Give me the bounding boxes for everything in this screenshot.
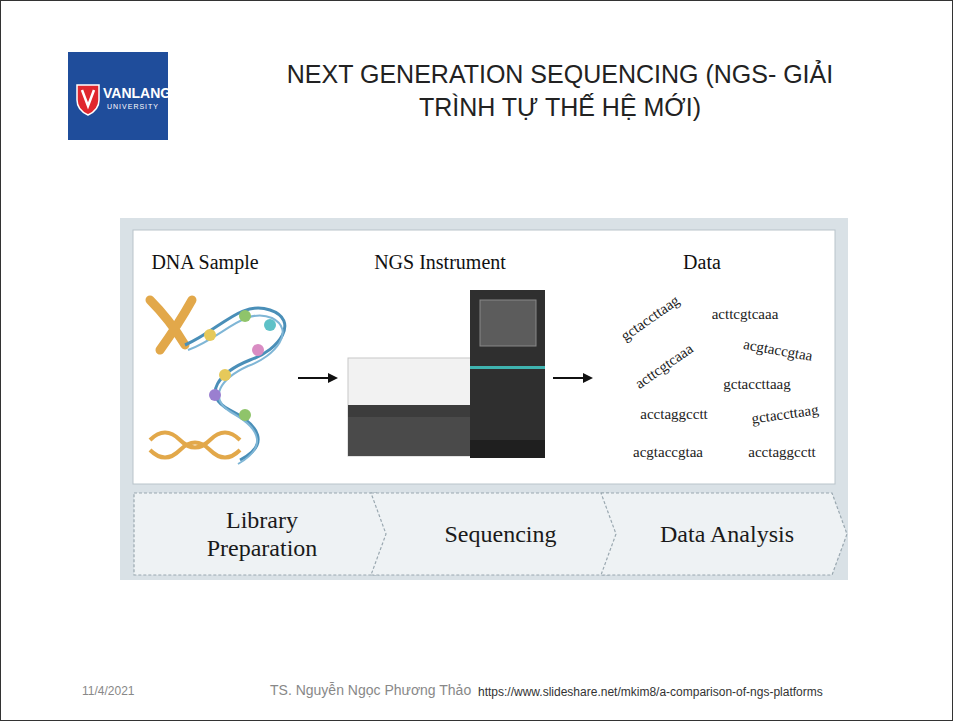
sequence-read: acctaggcctt — [748, 443, 815, 461]
process-chevron: Data Analysis — [600, 492, 848, 576]
source-url: https://www.slideshare.net/mkim8/a-compa… — [478, 685, 823, 699]
chevron-label: Data Analysis — [660, 520, 794, 548]
logo-name: VANLANG — [103, 85, 171, 102]
picture-area — [133, 230, 835, 484]
dna-illustration — [150, 300, 285, 464]
stage-heading: Data — [683, 250, 721, 274]
sequence-read: acgtaccgtaa — [633, 443, 703, 461]
process-chevron: Library Preparation — [133, 492, 395, 576]
sequence-read: acctaggcctt — [640, 405, 707, 423]
process-chevron: Sequencing — [370, 492, 625, 576]
sequence-read: acttcgtcaaa — [712, 305, 779, 323]
slide-date: 11/4/2021 — [82, 684, 135, 698]
chevron-label: Sequencing — [445, 520, 557, 548]
university-logo: VANLANGUNIVERSITY — [68, 52, 168, 140]
logo-subtitle: UNIVERSITY — [103, 102, 171, 112]
chevron-label: Library Preparation — [180, 506, 345, 562]
chevron-outline — [133, 492, 395, 576]
sequencer-instrument — [348, 290, 545, 458]
logo-text: VANLANGUNIVERSITY — [103, 85, 171, 112]
slide-title: NEXT GENERATION SEQUENCING (NGS- GIẢI TR… — [255, 58, 865, 124]
sequence-read: gctaccttaag — [723, 375, 790, 393]
stage-heading: NGS Instrument — [374, 250, 506, 274]
stage-heading: DNA Sample — [151, 250, 258, 274]
image-panel — [120, 218, 848, 580]
author-name: TS. Nguyễn Ngọc Phương Thảo — [270, 682, 471, 699]
